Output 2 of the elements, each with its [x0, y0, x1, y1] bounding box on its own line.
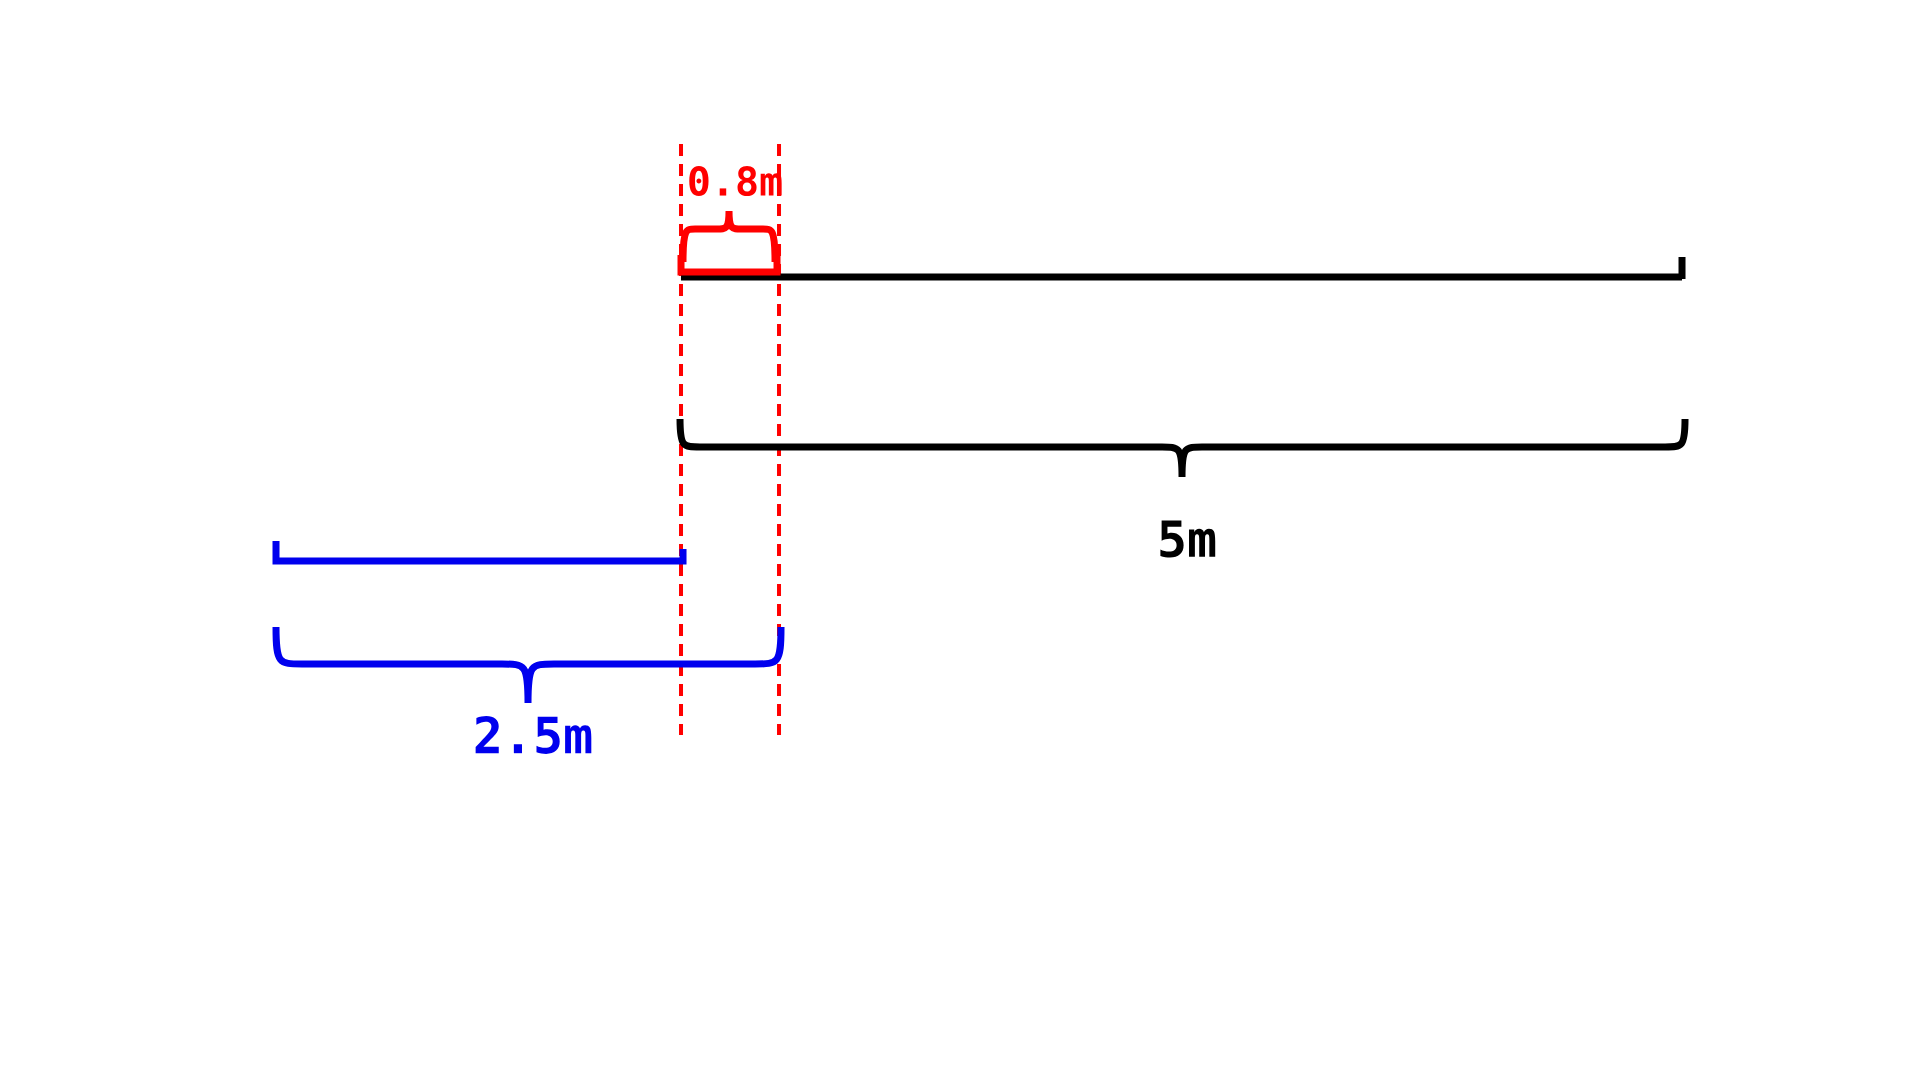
- dimension-label: 5m: [1160, 520, 1216, 558]
- dimension-label: 2.5m: [475, 716, 592, 754]
